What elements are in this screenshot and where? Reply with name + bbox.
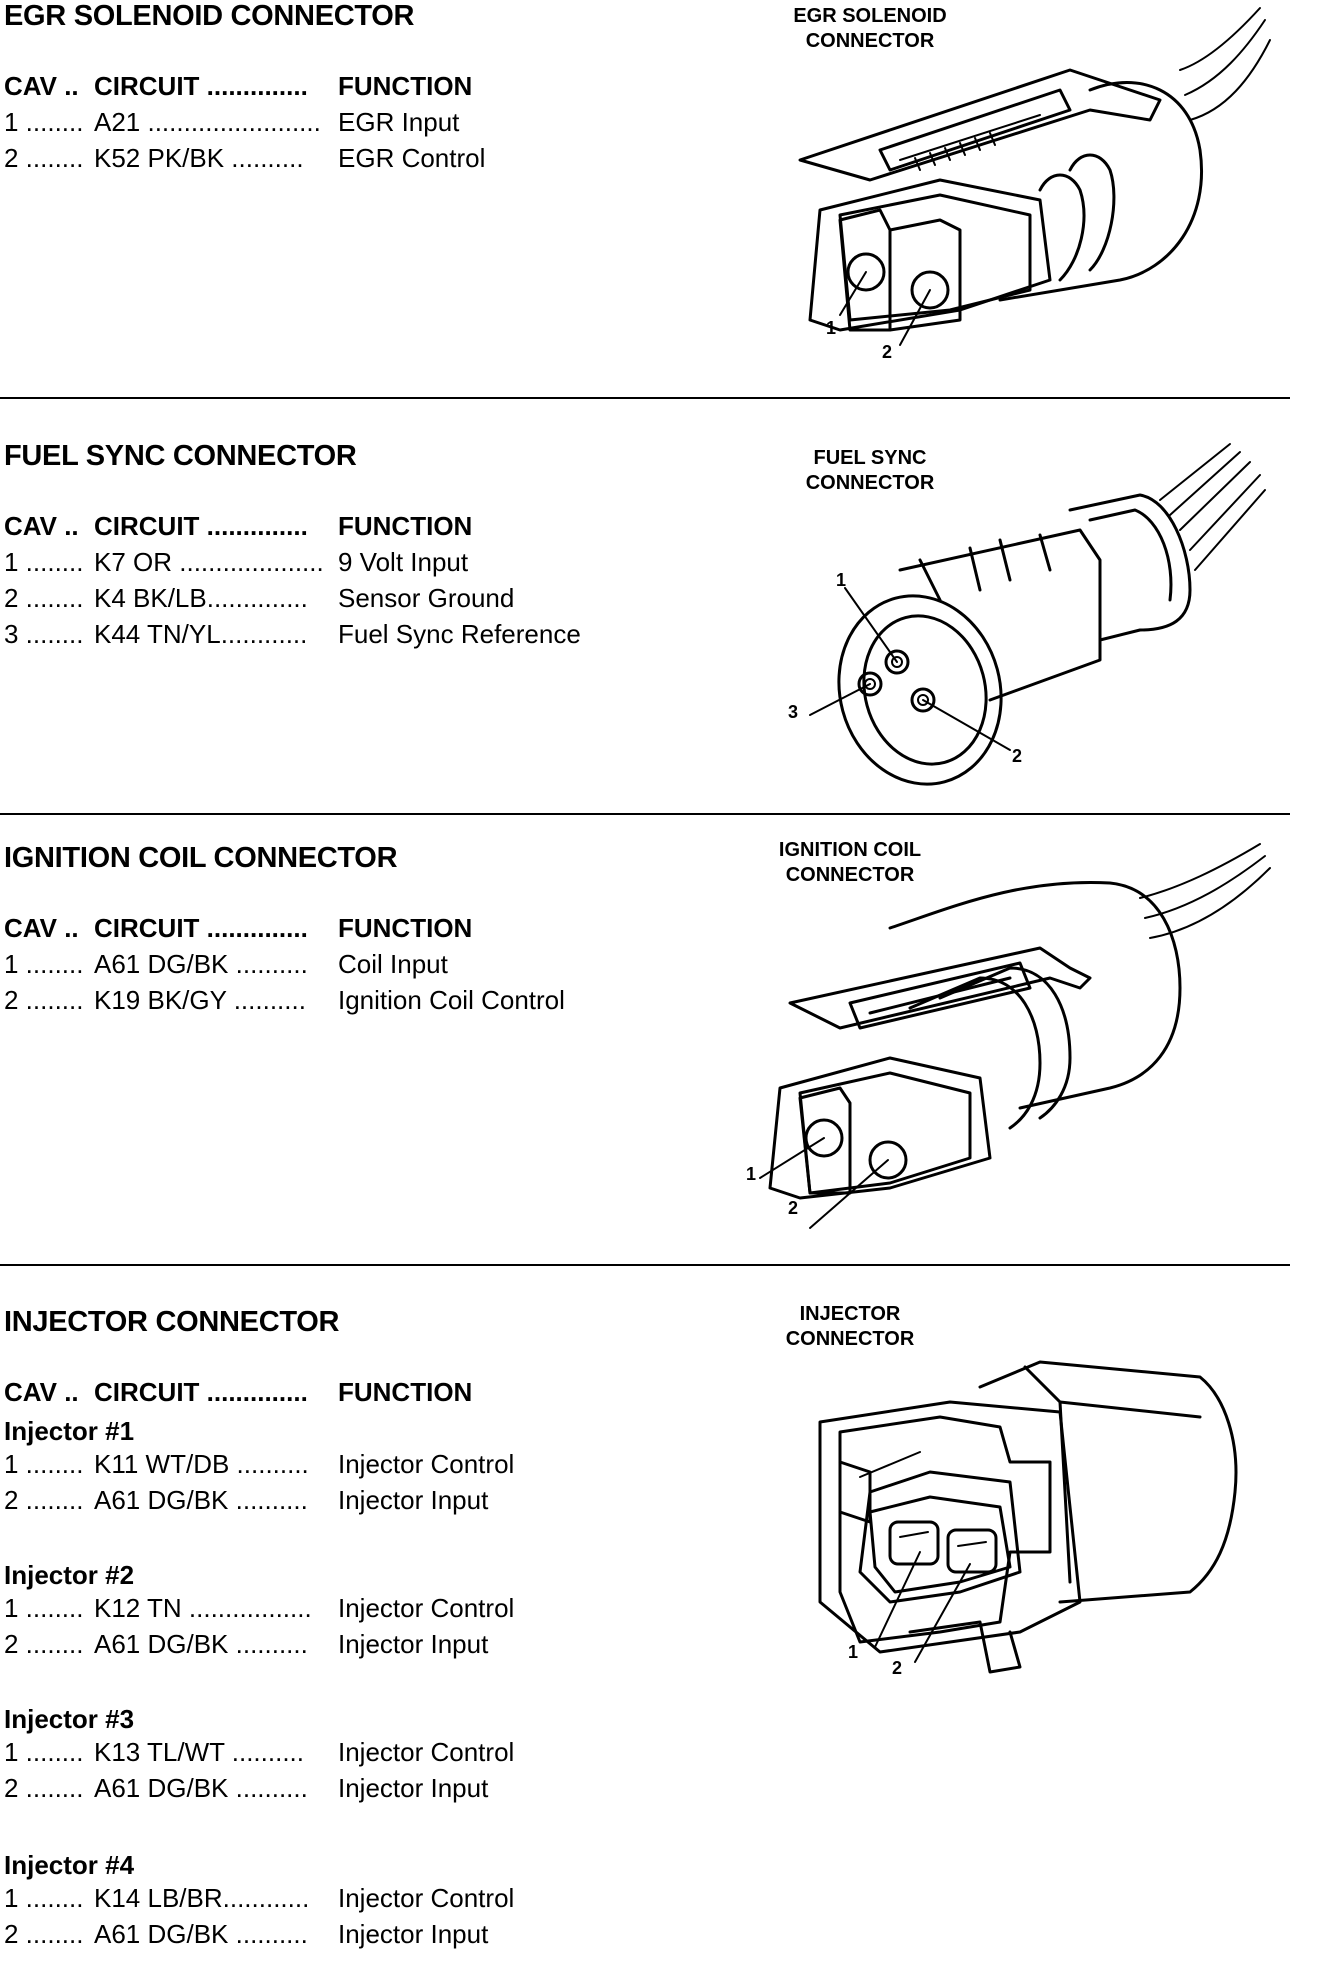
fuel-sync-pin-3-label: 3 [788,702,799,722]
cav-cell: 2 ........ [4,143,84,173]
ignition-coil-connector-illustration: IGNITION COIL CONNECTOR 1 2 [690,838,1280,1238]
ignition-coil-section-title: IGNITION COIL CONNECTOR [4,842,398,874]
function-cell: Coil Input [338,949,448,979]
header-cav: CAV .. [4,511,79,541]
function-cell: Injector Input [338,1773,489,1803]
injector-2-heading: Injector #2 [4,1560,135,1590]
fuel-sync-section: FUEL SYNC CONNECTOR CAV .. CIRCUIT .....… [0,440,1344,820]
cav-cell: 1 ........ [4,1593,84,1623]
circuit-cell: A61 DG/BK .......... [94,1773,308,1803]
function-cell: 9 Volt Input [338,547,469,577]
egr-section-title: EGR SOLENOID CONNECTOR [4,0,415,32]
ignition-coil-pin-1-label: 1 [746,1164,757,1184]
function-cell: EGR Input [338,107,460,137]
header-circuit: CIRCUIT .............. [94,511,308,541]
function-cell: Injector Control [338,1449,515,1479]
injector-1-heading: Injector #1 [4,1416,135,1446]
circuit-cell: K44 TN/YL............ [94,619,308,649]
cav-cell: 2 ........ [4,1773,84,1803]
circuit-cell: K11 WT/DB .......... [94,1449,309,1479]
header-cav: CAV .. [4,1377,79,1407]
fuel-sync-pin-2-label: 2 [1012,746,1023,766]
fuel-sync-connector-illustration: FUEL SYNC CONNECTOR 1 2 3 [740,440,1280,800]
ignition-coil-section: IGNITION COIL CONNECTOR CAV .. CIRCUIT .… [0,839,1344,1272]
injector-connector-illustration: INJECTOR CONNECTOR 1 2 [760,1302,1280,1722]
injector-pin-2-label: 2 [892,1658,903,1678]
circuit-cell: A61 DG/BK .......... [94,1485,308,1515]
function-cell: Sensor Ground [338,583,515,613]
header-circuit: CIRCUIT .............. [94,71,308,101]
header-cav: CAV .. [4,71,79,101]
circuit-cell: K4 BK/LB.............. [94,583,308,613]
cav-cell: 1 ........ [4,107,84,137]
section-divider [0,1264,1290,1266]
cav-cell: 1 ........ [4,949,84,979]
cav-cell: 2 ........ [4,583,84,613]
egr-pin-2-label: 2 [882,342,893,362]
cav-cell: 1 ........ [4,1883,84,1913]
ignition-coil-figure-label: IGNITION COIL CONNECTOR [778,839,922,886]
cav-cell: 2 ........ [4,985,84,1015]
circuit-cell: A61 DG/BK .......... [94,1919,308,1949]
circuit-cell: A61 DG/BK .......... [94,1629,308,1659]
section-divider [0,397,1290,399]
function-cell: Injector Input [338,1919,489,1949]
function-cell: Injector Control [338,1737,515,1767]
header-function: FUNCTION [338,913,473,943]
egr-figure-label: EGR SOLENOID CONNECTOR [793,5,947,52]
circuit-cell: A61 DG/BK .......... [94,949,308,979]
cav-cell: 3 ........ [4,619,84,649]
circuit-cell: K7 OR .................... [94,547,324,577]
cav-cell: 1 ........ [4,1449,84,1479]
circuit-cell: K14 LB/BR............ [94,1883,310,1913]
circuit-cell: K13 TL/WT .......... [94,1737,304,1767]
injector-3-heading: Injector #3 [4,1704,135,1734]
injector-section-title: INJECTOR CONNECTOR [4,1306,340,1338]
function-cell: Injector Control [338,1883,515,1913]
injector-figure-label: INJECTOR CONNECTOR [785,1303,915,1350]
function-cell: Injector Input [338,1629,489,1659]
function-cell: EGR Control [338,143,486,173]
injector-4-heading: Injector #4 [4,1850,135,1880]
header-cav: CAV .. [4,913,79,943]
injector-section: INJECTOR CONNECTOR CAV .. CIRCUIT ......… [0,1303,1344,1966]
cav-cell: 2 ........ [4,1629,84,1659]
cav-cell: 2 ........ [4,1485,84,1515]
function-cell: Injector Input [338,1485,489,1515]
circuit-cell: K12 TN ................. [94,1593,312,1623]
fuel-sync-section-title: FUEL SYNC CONNECTOR [4,440,357,472]
cav-cell: 1 ........ [4,547,84,577]
ignition-coil-pin-2-label: 2 [788,1198,799,1218]
cav-cell: 2 ........ [4,1919,84,1949]
header-circuit: CIRCUIT .............. [94,1377,308,1407]
egr-pin-1-label: 1 [826,318,837,338]
injector-pin-1-label: 1 [848,1642,859,1662]
cav-cell: 1 ........ [4,1737,84,1767]
function-cell: Ignition Coil Control [338,985,565,1015]
function-cell: Fuel Sync Reference [338,619,581,649]
circuit-cell: K52 PK/BK .......... [94,143,304,173]
fuel-sync-figure-label: FUEL SYNC CONNECTOR [805,447,935,494]
section-divider [0,813,1290,815]
header-function: FUNCTION [338,71,473,101]
egr-solenoid-section: EGR SOLENOID CONNECTOR CAV .. CIRCUIT ..… [0,0,1344,400]
fuel-sync-pin-1-label: 1 [836,570,847,590]
egr-connector-illustration: EGR SOLENOID CONNECTOR 1 2 [740,0,1280,380]
header-function: FUNCTION [338,1377,473,1407]
header-circuit: CIRCUIT .............. [94,913,308,943]
circuit-cell: A21 ........................ [94,107,321,137]
circuit-cell: K19 BK/GY .......... [94,985,306,1015]
function-cell: Injector Control [338,1593,515,1623]
header-function: FUNCTION [338,511,473,541]
